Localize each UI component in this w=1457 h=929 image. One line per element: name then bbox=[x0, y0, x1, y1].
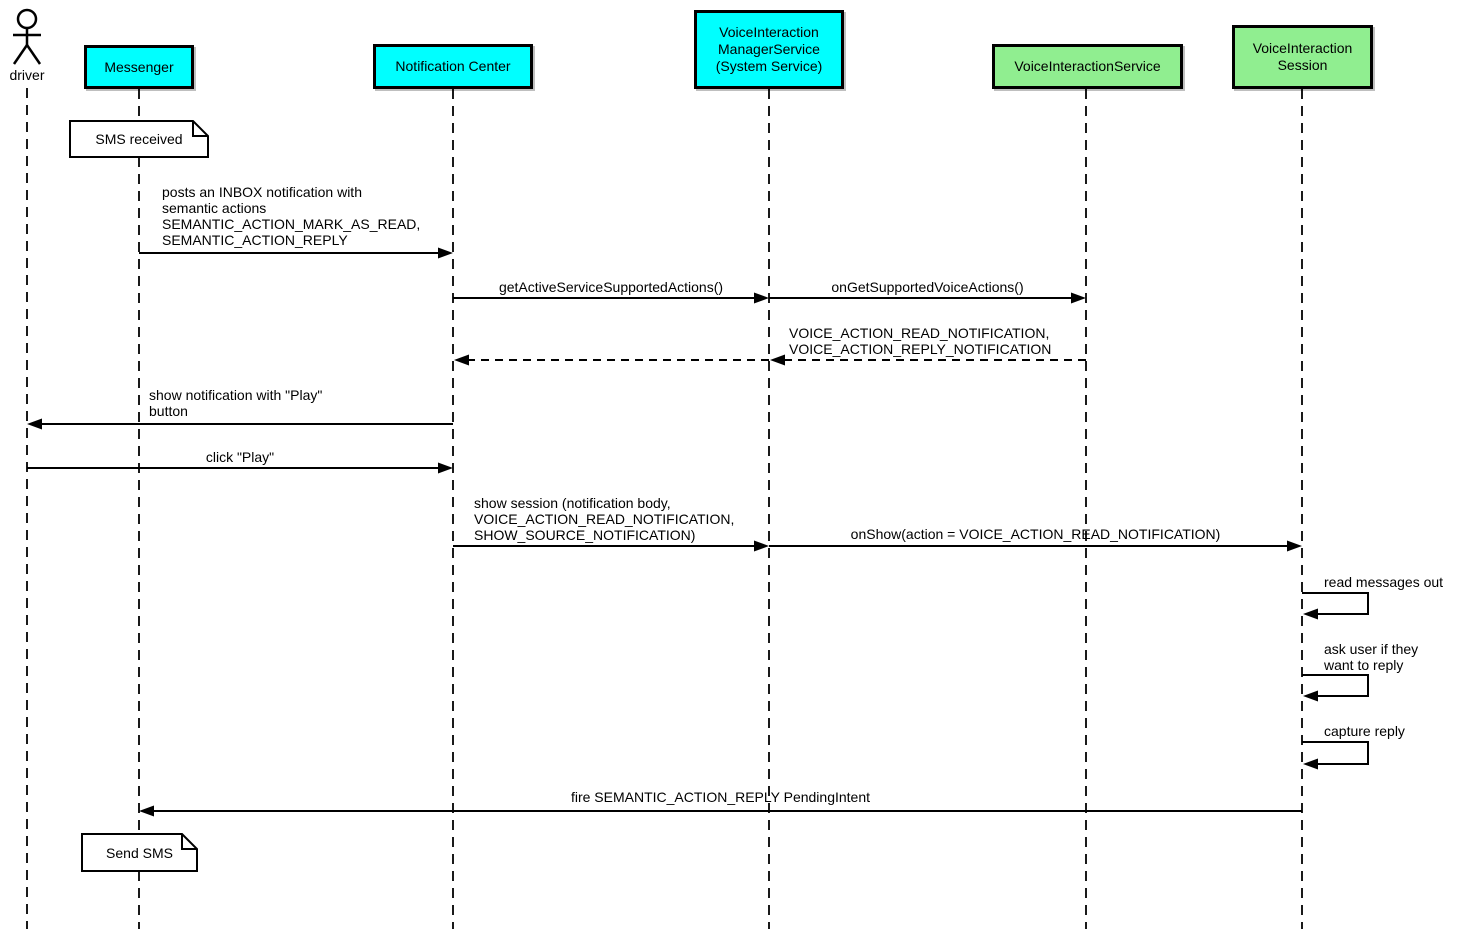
self-arrow-read-messages-out bbox=[1302, 592, 1369, 615]
arrowhead bbox=[1303, 758, 1318, 770]
actor-head bbox=[16, 8, 38, 30]
note-shape-sms-received bbox=[69, 120, 209, 158]
note-fold-sms-received bbox=[192, 121, 208, 137]
message-label-ask-user-reply: ask user if they want to reply bbox=[1324, 641, 1419, 673]
arrowhead bbox=[1303, 608, 1318, 620]
arrowhead bbox=[754, 540, 769, 552]
actor-leg-left bbox=[12, 44, 29, 65]
message-label-posts-inbox-notification: posts an INBOX notification with semanti… bbox=[162, 184, 421, 248]
arrowhead bbox=[139, 805, 154, 817]
message-label-fire-pending-intent: fire SEMANTIC_ACTION_REPLY PendingIntent bbox=[570, 789, 871, 805]
actor-label-driver: driver bbox=[9, 67, 45, 83]
self-arrow-capture-reply bbox=[1302, 741, 1369, 765]
arrowhead bbox=[438, 247, 453, 259]
note-sms-received: SMS received bbox=[95, 131, 183, 147]
actor-leg-right bbox=[25, 44, 42, 65]
self-arrow-ask-user-reply bbox=[1302, 674, 1369, 697]
note-shapes bbox=[69, 120, 209, 872]
message-label-on-show: onShow(action = VOICE_ACTION_READ_NOTIFI… bbox=[850, 526, 1221, 542]
arrowhead bbox=[1071, 292, 1086, 304]
message-label-click-play: click "Play" bbox=[205, 449, 275, 465]
note-shape-send-sms bbox=[81, 833, 198, 872]
actor-figure-driver bbox=[12, 8, 42, 65]
message-label-get-active-service-supported-actions: getActiveServiceSupportedActions() bbox=[498, 279, 724, 295]
message-label-capture-reply: capture reply bbox=[1324, 723, 1405, 739]
message-arrows bbox=[27, 247, 1369, 817]
participant-messenger: Messenger bbox=[84, 45, 194, 89]
note-fold-send-sms bbox=[181, 834, 197, 850]
note-send-sms: Send SMS bbox=[106, 844, 173, 861]
participant-voice-interaction-manager-service: VoiceInteraction ManagerService (System … bbox=[694, 10, 844, 89]
arrowhead bbox=[770, 354, 785, 366]
message-label-return-voice-actions: VOICE_ACTION_READ_NOTIFICATION, VOICE_AC… bbox=[789, 325, 1052, 357]
arrowhead bbox=[1303, 690, 1318, 702]
arrowhead bbox=[754, 292, 769, 304]
participant-voice-interaction-service: VoiceInteractionService bbox=[992, 44, 1183, 89]
arrowhead bbox=[454, 354, 469, 366]
arrowhead bbox=[1287, 540, 1302, 552]
lifelines bbox=[26, 88, 1303, 929]
message-label-on-get-supported-voice-actions: onGetSupportedVoiceActions() bbox=[831, 279, 1024, 295]
message-label-show-notification: show notification with "Play" button bbox=[149, 387, 323, 419]
participant-voice-interaction-session: VoiceInteraction Session bbox=[1232, 25, 1373, 89]
message-label-read-messages-out: read messages out bbox=[1324, 574, 1444, 590]
arrowhead bbox=[27, 418, 42, 430]
message-label-show-session: show session (notification body, VOICE_A… bbox=[474, 495, 735, 543]
participant-notification-center: Notification Center bbox=[373, 44, 533, 89]
arrowhead bbox=[438, 462, 453, 474]
